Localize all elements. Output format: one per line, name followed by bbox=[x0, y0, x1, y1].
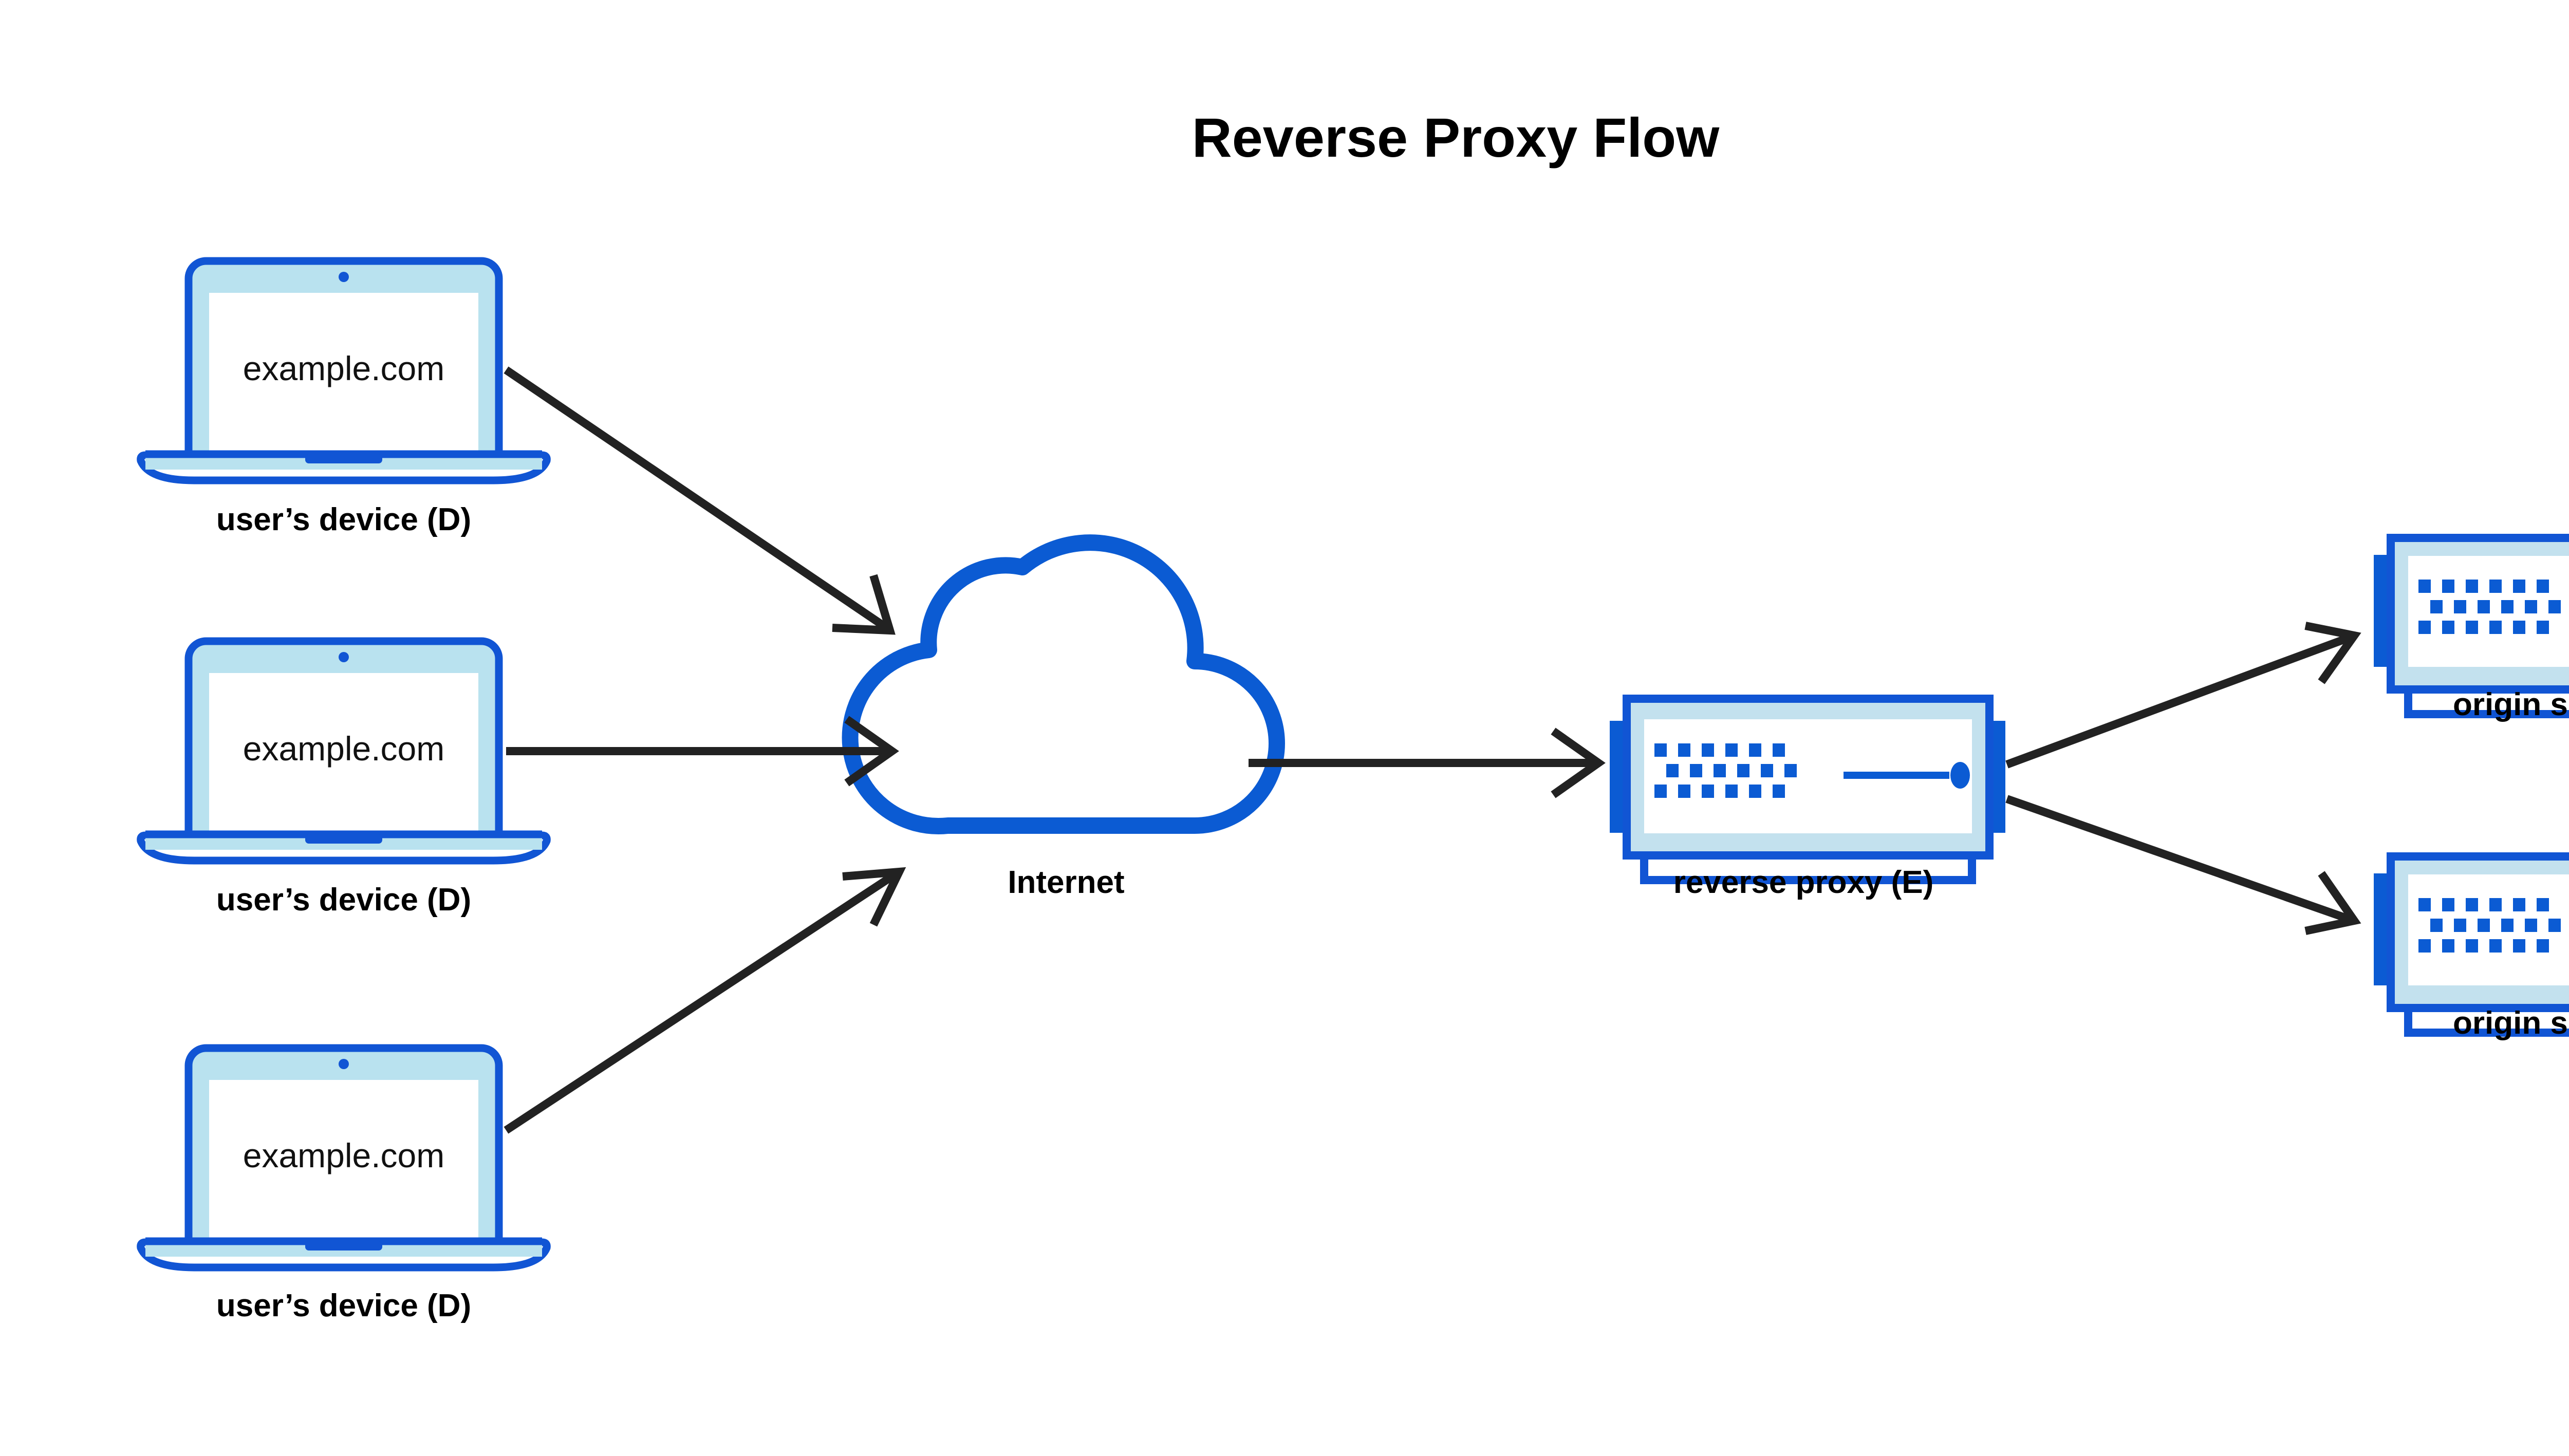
server-vent-grid bbox=[2418, 898, 2561, 953]
edge-line bbox=[2005, 633, 2352, 769]
node-label-reverse-proxy: reverse proxy (E) bbox=[1673, 865, 1934, 900]
edge-device-middle-internet bbox=[506, 716, 899, 787]
laptop-icon bbox=[137, 637, 551, 865]
laptop-screen bbox=[209, 1080, 478, 1252]
server-vent-grid bbox=[2418, 580, 2561, 634]
server-icon bbox=[2374, 534, 2569, 718]
page-title: Reverse Proxy Flow bbox=[1192, 106, 1720, 169]
edge-line bbox=[504, 870, 899, 1134]
laptop-screen-text: example.com bbox=[243, 730, 445, 768]
laptop-camera-dot bbox=[339, 272, 349, 282]
laptop-icon bbox=[137, 257, 551, 484]
edge-line bbox=[2005, 795, 2352, 924]
server-vent-grid bbox=[1654, 743, 1797, 798]
node-origin-top[interactable]: origin server (F) bbox=[2374, 534, 2569, 722]
node-internet[interactable]: Internet bbox=[842, 534, 1285, 900]
laptop-camera-dot bbox=[339, 1059, 349, 1069]
node-label-device-bottom: user’s device (D) bbox=[216, 1288, 471, 1323]
edge-arrowhead bbox=[2304, 622, 2361, 684]
laptop-trackpad-notch bbox=[305, 834, 382, 844]
laptop-screen-text: example.com bbox=[243, 349, 445, 387]
cloud-shape bbox=[842, 534, 1285, 834]
node-origin-bottom[interactable]: origin server (F) bbox=[2374, 852, 2569, 1041]
laptop-trackpad-notch bbox=[305, 1241, 382, 1250]
edge-proxy-origin-top bbox=[2005, 622, 2361, 769]
node-label-origin-bottom: origin server (F) bbox=[2453, 1005, 2569, 1041]
edge-device-bottom-internet bbox=[504, 867, 906, 1134]
node-reverse-proxy[interactable]: reverse proxy (E) bbox=[1610, 695, 2005, 900]
server-status-line bbox=[1844, 772, 1949, 779]
server-icon bbox=[1610, 695, 2005, 884]
laptop-screen bbox=[209, 673, 478, 845]
edge-arrowhead bbox=[842, 867, 906, 927]
edge-proxy-origin-bottom bbox=[2005, 795, 2361, 935]
edge-arrowhead bbox=[1551, 727, 1606, 798]
edge-arrowhead bbox=[2304, 871, 2361, 935]
cloud-icon bbox=[842, 534, 1285, 834]
edges-layer bbox=[504, 366, 2361, 1134]
edge-line bbox=[504, 366, 891, 633]
node-label-device-top: user’s device (D) bbox=[216, 502, 471, 537]
server-icon bbox=[2374, 852, 2569, 1037]
laptop-screen bbox=[209, 293, 478, 465]
server-base-shelf bbox=[1640, 851, 1976, 884]
laptop-icon bbox=[137, 1044, 551, 1272]
edge-device-top-internet bbox=[504, 366, 896, 635]
node-device-top[interactable]: example.com user’s device (D) bbox=[137, 257, 551, 537]
edge-arrowhead bbox=[844, 716, 899, 787]
edge-internet-proxy bbox=[1249, 727, 1606, 798]
node-label-device-middle: user’s device (D) bbox=[216, 882, 471, 918]
node-device-middle[interactable]: example.com user’s device (D) bbox=[137, 637, 551, 918]
laptop-trackpad-notch bbox=[305, 454, 382, 463]
server-base-shelf bbox=[2404, 685, 2569, 718]
node-label-internet: Internet bbox=[1008, 865, 1124, 900]
server-base-shelf bbox=[2404, 1004, 2569, 1037]
edge-arrowhead bbox=[832, 574, 896, 635]
laptop-camera-dot bbox=[339, 652, 349, 662]
node-device-bottom[interactable]: example.com user’s device (D) bbox=[137, 1044, 551, 1323]
laptop-screen-text: example.com bbox=[243, 1136, 445, 1174]
server-status-led bbox=[1950, 762, 1970, 789]
node-label-origin-top: origin server (F) bbox=[2453, 687, 2569, 722]
